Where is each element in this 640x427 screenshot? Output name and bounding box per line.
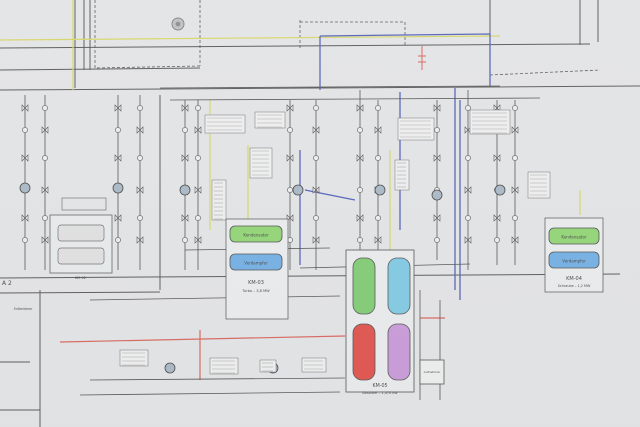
diagram-photo: KM-02 Kondensator Verdampfer KM-03 Turbo…: [0, 0, 640, 427]
schematic: KM-02 Kondensator Verdampfer KM-03 Turbo…: [0, 0, 640, 427]
lighting-overlay: [0, 0, 640, 427]
